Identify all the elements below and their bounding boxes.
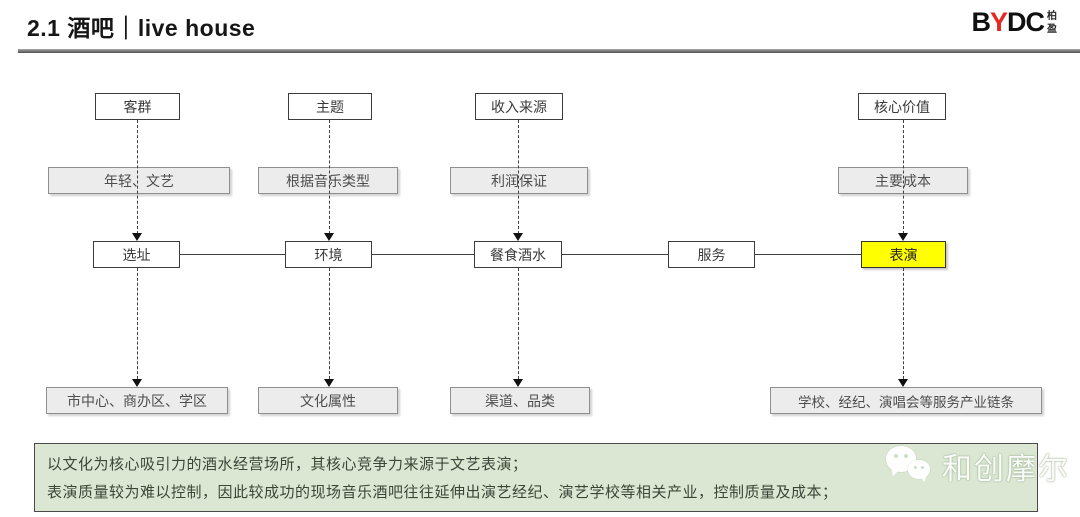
node-music-type: 根据音乐类型: [258, 167, 398, 194]
summary-box: 以文化为核心吸引力的酒水经营场所，其核心竞争力来源于文艺表演； 表演质量较为难以…: [34, 443, 1038, 512]
node-channel-category: 渠道、品类: [450, 387, 590, 414]
dashed-connector: [903, 268, 904, 379]
node-customer-base: 客群: [95, 93, 180, 120]
node-food-drink: 餐食酒水: [474, 241, 562, 268]
chat-bubble-small: [908, 460, 930, 479]
node-core-value: 核心价值: [858, 93, 946, 120]
node-profit-guarantee: 利润保证: [450, 167, 588, 194]
dashed-connector: [137, 120, 138, 234]
solid-connector: [755, 254, 861, 255]
node-location-detail: 市中心、商办区、学区: [46, 387, 228, 414]
arrowhead-down-icon: [898, 233, 908, 241]
summary-line-1: 以文化为核心吸引力的酒水经营场所，其核心竞争力来源于文艺表演；: [47, 456, 528, 473]
arrowhead-down-icon: [898, 379, 908, 387]
bubble-eye: [914, 466, 917, 469]
logo-subtext: 柏盈: [1047, 11, 1057, 35]
arrowhead-down-icon: [132, 233, 142, 241]
title-divider: [18, 49, 1080, 53]
dashed-connector: [518, 268, 519, 379]
arrowhead-down-icon: [513, 233, 523, 241]
node-revenue-source: 收入来源: [475, 93, 563, 120]
summary-line-2: 表演质量较为难以控制，因此较成功的现场音乐酒吧往往延伸出演艺经纪、演艺学校等相关…: [47, 484, 838, 501]
logo-letters-dc: DC: [1007, 7, 1045, 37]
node-service: 服务: [668, 241, 755, 268]
logo-letter-b: B: [971, 7, 990, 37]
node-environment: 环境: [285, 241, 372, 268]
dashed-connector: [329, 120, 330, 234]
page-title: 2.1 酒吧｜live house: [27, 15, 256, 41]
node-site-selection: 选址: [93, 241, 180, 268]
arrowhead-down-icon: [324, 233, 334, 241]
dashed-connector: [518, 120, 519, 234]
solid-connector: [562, 254, 668, 255]
bubble-eye: [894, 454, 898, 458]
logo-letter-y: Y: [989, 7, 1008, 37]
arrowhead-down-icon: [513, 379, 523, 387]
node-industry-chain: 学校、经纪、演唱会等服务产业链条: [770, 387, 1042, 414]
dashed-connector: [329, 268, 330, 379]
dashed-connector: [903, 120, 904, 234]
watermark-text: 和创摩尔: [942, 453, 1070, 486]
solid-connector: [372, 254, 474, 255]
bubble-eye: [904, 454, 908, 458]
arrowhead-down-icon: [132, 379, 142, 387]
node-cultural-attribute: 文化属性: [258, 387, 398, 414]
wechat-icon: [886, 444, 934, 488]
dashed-connector: [137, 268, 138, 379]
node-theme: 主题: [288, 93, 372, 120]
arrowhead-down-icon: [324, 379, 334, 387]
node-performance-highlighted: 表演: [861, 241, 946, 268]
solid-connector: [180, 254, 285, 255]
watermark: 和创摩尔: [886, 444, 1070, 488]
bubble-eye: [921, 466, 924, 469]
node-young-artsy: 年轻、文艺: [48, 167, 230, 194]
